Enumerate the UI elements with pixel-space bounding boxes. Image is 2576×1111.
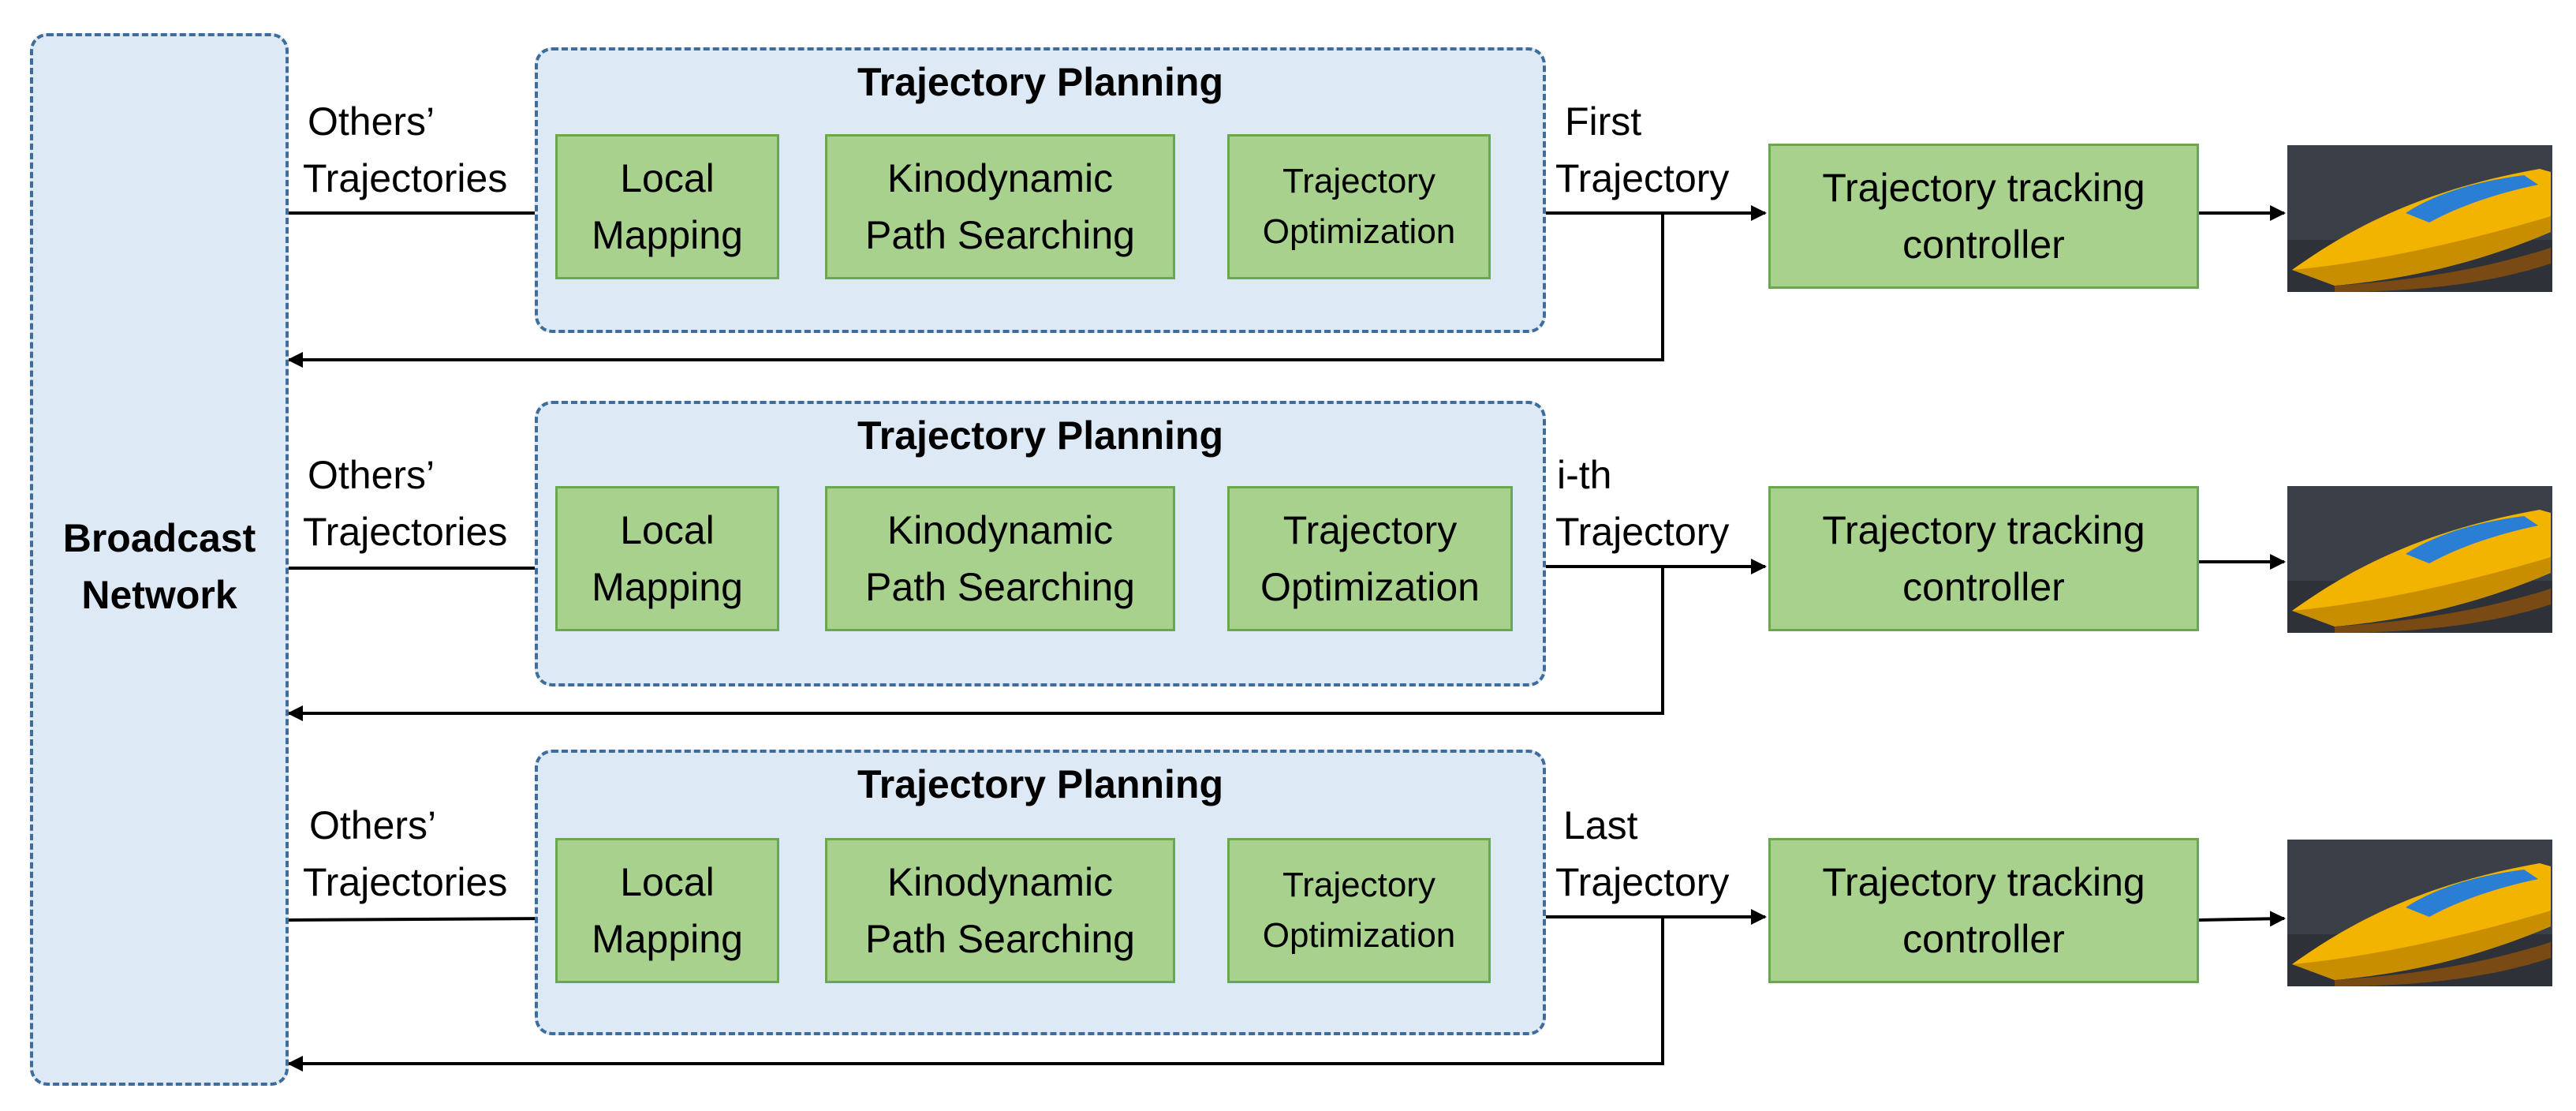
output-trajectory-line2: Trajectory (1555, 156, 1730, 200)
local-mapping-line1: Local (620, 508, 715, 552)
trajectory-planning-title: Trajectory Planning (857, 762, 1223, 806)
output-trajectory-line1: Last (1563, 803, 1638, 847)
trajectory-tracking-controller-block-2: Trajectory tracking controller (1768, 486, 2199, 631)
trajectory-planning-title: Trajectory Planning (857, 60, 1223, 104)
controller-line1: Trajectory tracking (1822, 166, 2145, 210)
boat-image-1 (2287, 145, 2552, 292)
others-trajectories-label-3: Others’ Trajectories (303, 797, 507, 911)
broadcast-network-panel: Broadcast Network (30, 33, 289, 1086)
output-trajectory-label-2: i-th Trajectory (1555, 447, 1729, 560)
others-trajectories-line1: Others’ (308, 99, 435, 144)
controller-line2: controller (1902, 223, 2065, 267)
trajectory-tracking-controller-block-3: Trajectory tracking controller (1768, 838, 2199, 983)
optimization-line2: Optimization (1262, 916, 1456, 955)
output-trajectory-label-3: Last Trajectory (1555, 797, 1729, 911)
controller-line1: Trajectory tracking (1822, 860, 2145, 904)
output-trajectory-line1: First (1565, 99, 1642, 144)
path-search-line2: Path Searching (865, 917, 1135, 961)
broadcast-network-label-line2: Network (81, 573, 237, 617)
others-trajectories-line2: Trajectories (303, 860, 508, 904)
others-trajectories-line2: Trajectories (303, 156, 508, 200)
local-mapping-line1: Local (620, 156, 715, 200)
arrow-network-to-mapping-3 (288, 911, 554, 927)
others-trajectories-label-1: Others’ Trajectories (303, 93, 507, 207)
output-trajectory-line2: Trajectory (1555, 860, 1730, 904)
arrow-controller-to-boat-3 (2198, 911, 2286, 927)
boat-image-3 (2287, 840, 2552, 986)
boat-image-2 (2287, 486, 2552, 633)
output-trajectory-line2: Trajectory (1555, 510, 1730, 554)
trajectory-planning-title: Trajectory Planning (857, 413, 1223, 458)
optimization-line2: Optimization (1260, 565, 1480, 609)
optimization-line1: Trajectory (1282, 162, 1435, 200)
optimization-line1: Trajectory (1282, 508, 1458, 552)
path-search-line1: Kinodynamic (887, 860, 1114, 904)
path-search-line1: Kinodynamic (887, 508, 1114, 552)
controller-line1: Trajectory tracking (1822, 508, 2145, 552)
local-mapping-line2: Mapping (592, 213, 743, 257)
broadcast-network-label-line1: Broadcast (62, 516, 256, 560)
local-mapping-line2: Mapping (592, 565, 743, 609)
output-trajectory-label-1: First Trajectory (1555, 93, 1729, 207)
output-trajectory-line1: i-th (1557, 453, 1612, 497)
others-trajectories-line1: Others’ (309, 803, 437, 847)
controller-line2: controller (1902, 565, 2065, 609)
local-mapping-line1: Local (620, 860, 715, 904)
local-mapping-line2: Mapping (592, 917, 743, 961)
others-trajectories-label-2: Others’ Trajectories (303, 447, 507, 560)
path-search-line2: Path Searching (865, 213, 1135, 257)
others-trajectories-line2: Trajectories (303, 510, 508, 554)
optimization-line2: Optimization (1262, 212, 1456, 251)
broadcast-network-label: Broadcast Network (33, 510, 286, 623)
others-trajectories-line1: Others’ (308, 453, 435, 497)
path-search-line1: Kinodynamic (887, 156, 1114, 200)
controller-line2: controller (1902, 917, 2065, 961)
path-search-line2: Path Searching (865, 565, 1135, 609)
trajectory-tracking-controller-block-1: Trajectory tracking controller (1768, 144, 2199, 289)
optimization-line1: Trajectory (1282, 866, 1435, 904)
